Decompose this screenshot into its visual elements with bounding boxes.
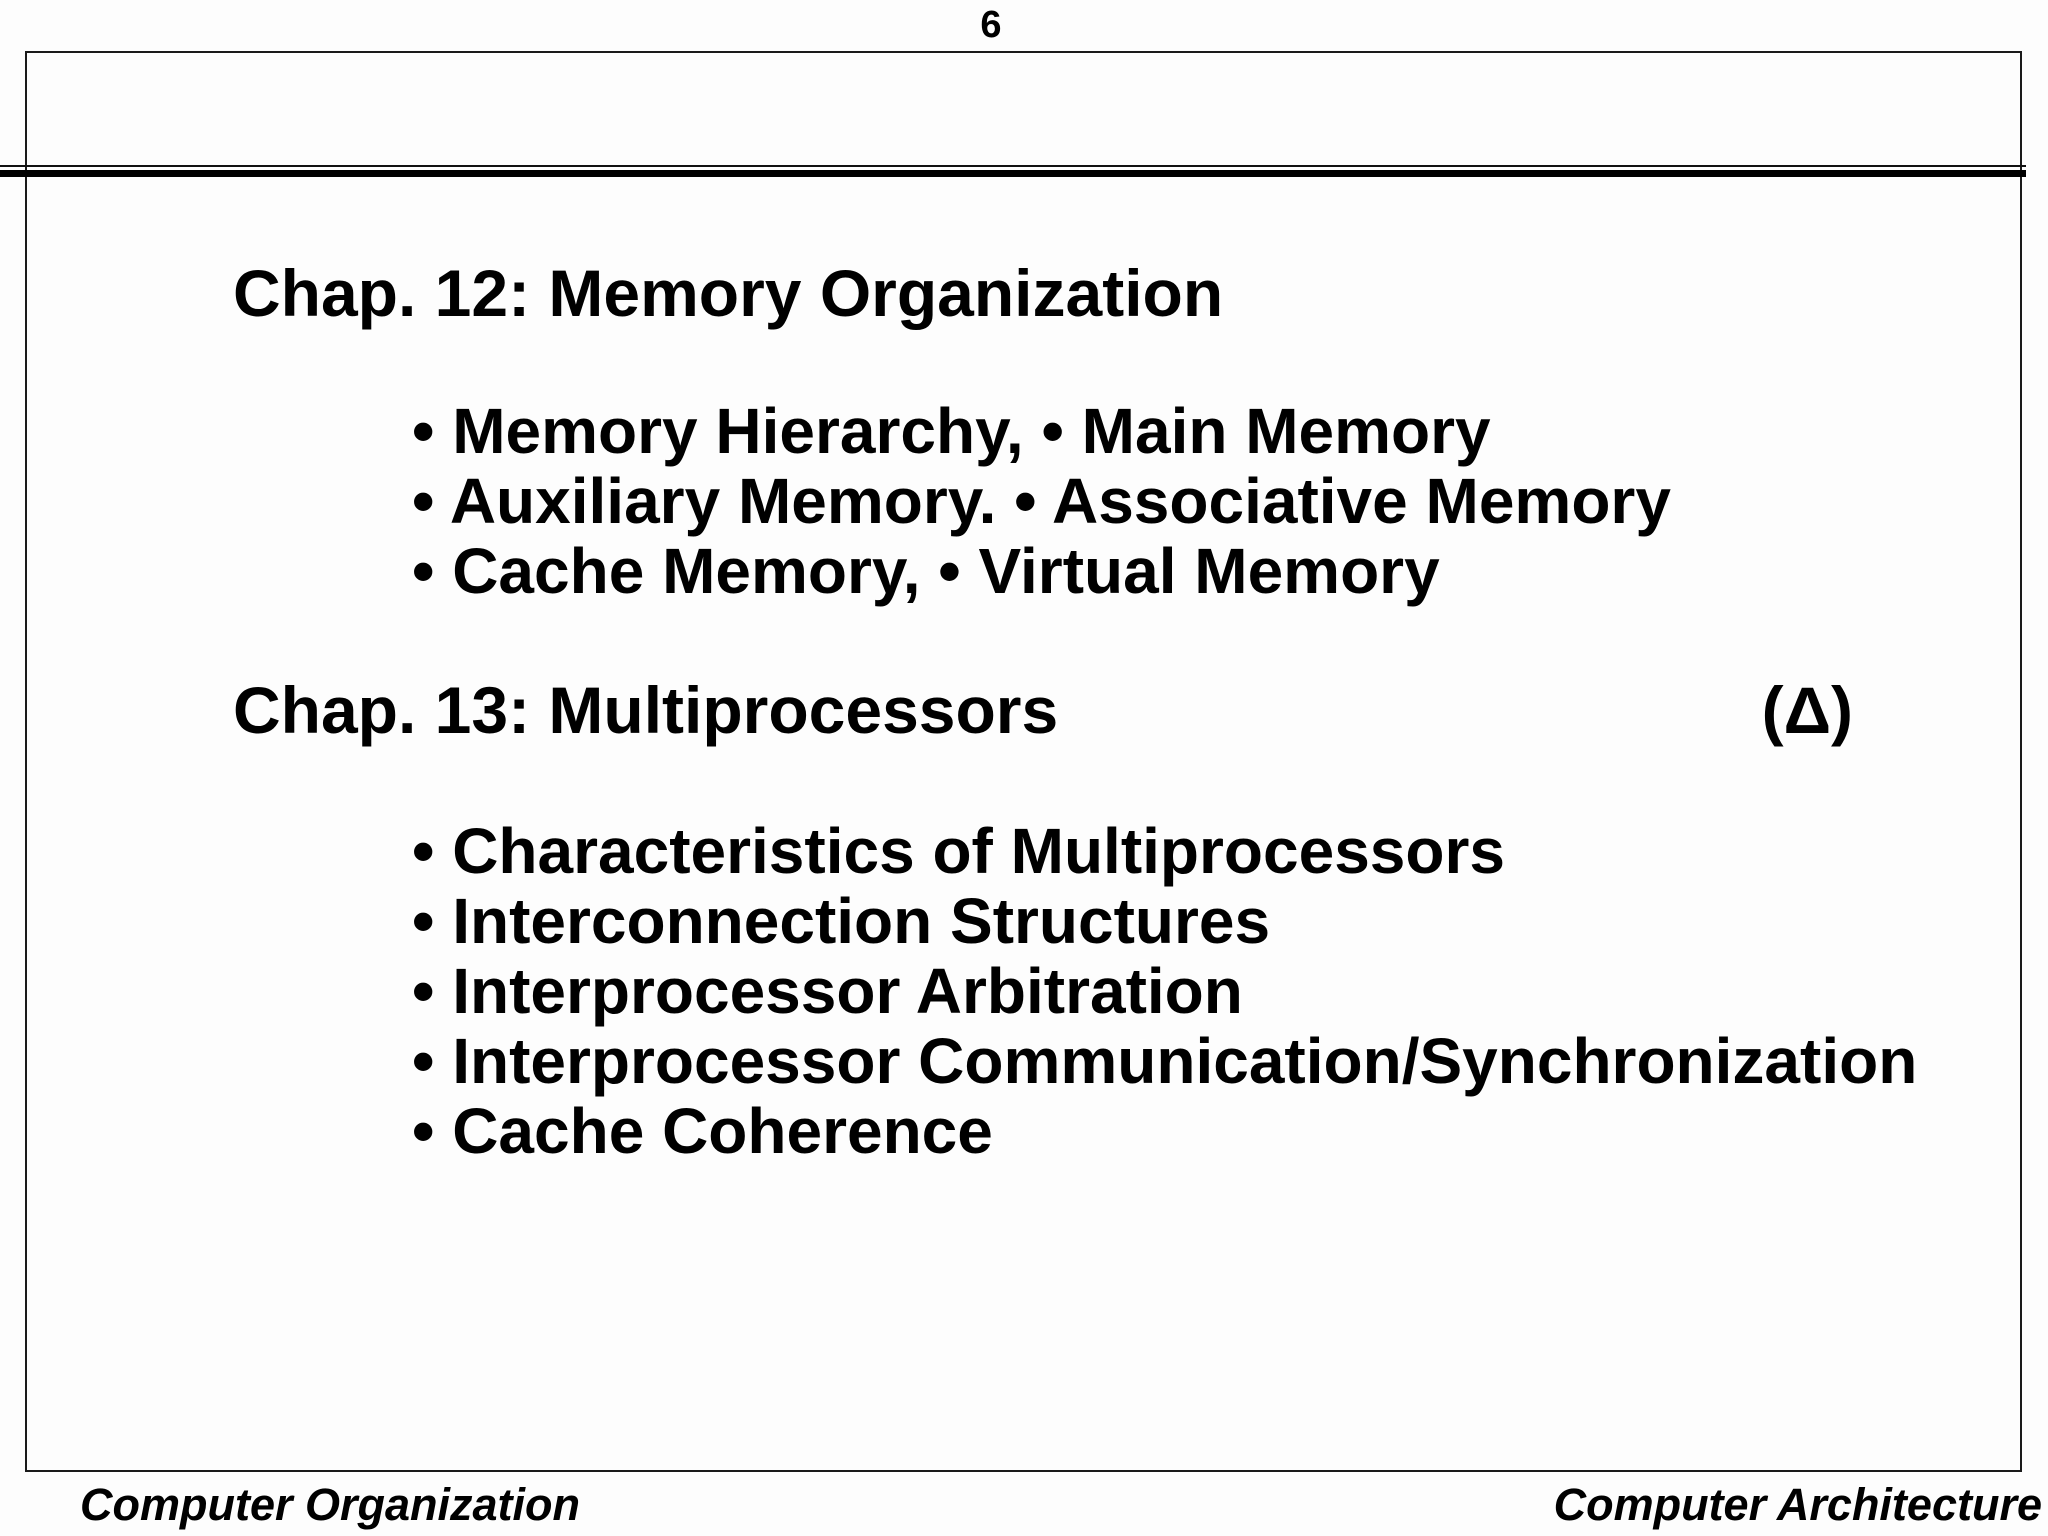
bullet-item: • Interconnection Structures [412, 885, 1271, 957]
chap13-heading-row: Chap. 13: Multiprocessors (Δ) [233, 675, 1853, 745]
bullet-item: • Cache Coherence [412, 1095, 993, 1167]
footer-left: Computer Organization [80, 1479, 581, 1530]
bullet-item: • Cache Memory, • Virtual Memory [412, 535, 1440, 607]
chap13-heading: Chap. 13: Multiprocessors [233, 673, 1059, 747]
header-divider-thin-rule [0, 165, 2026, 167]
footer-right: Computer Architecture [1553, 1479, 2042, 1530]
bullet-item: • Interprocessor Communication/Synchroni… [412, 1025, 1918, 1097]
bullet-item: • Characteristics of Multiprocessors [412, 815, 1505, 887]
bullet-item: • Memory Hierarchy, • Main Memory [412, 395, 1491, 467]
bullet-item: • Auxiliary Memory. • Associative Memory [412, 465, 1671, 537]
chap13-bullet-list: • Characteristics of Multiprocessors • I… [412, 816, 1917, 1166]
chap12-heading: Chap. 12: Memory Organization [233, 256, 1224, 330]
chap12-bullet-list: • Memory Hierarchy, • Main Memory • Auxi… [412, 396, 1671, 606]
delta-annotation: (Δ) [1761, 673, 1853, 747]
header-divider-thick-rule [0, 170, 2026, 177]
page-number: 6 [980, 4, 1002, 46]
slide-frame [25, 51, 2022, 1472]
bullet-item: • Interprocessor Arbitration [412, 955, 1243, 1027]
